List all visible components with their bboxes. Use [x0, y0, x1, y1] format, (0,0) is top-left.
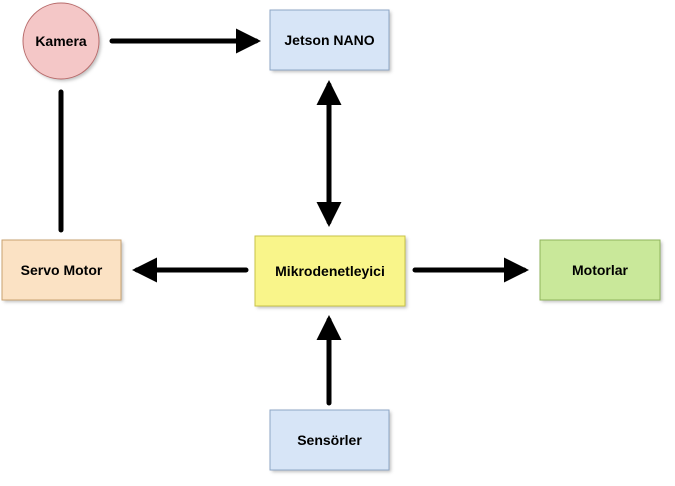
node-servo-label: Servo Motor [21, 262, 103, 278]
node-mikro-border [254, 235, 406, 307]
node-jetson: Jetson NANO [269, 9, 390, 71]
node-kamera-border [22, 2, 100, 80]
node-motorlar-border [539, 239, 661, 301]
node-sensorler: Sensörler [269, 409, 390, 471]
node-jetson-border [269, 9, 390, 71]
node-kamera-label: Kamera [35, 33, 87, 49]
node-jetson-shape [270, 10, 389, 70]
node-kamera: Kamera [22, 2, 100, 80]
node-mikro: Mikrodenetleyici [254, 235, 406, 307]
node-servo-border [1, 239, 122, 301]
node-motorlar-shape [540, 240, 660, 300]
node-jetson-label: Jetson NANO [284, 32, 374, 48]
node-sensorler-border [269, 409, 390, 471]
node-sensorler-shape [270, 410, 389, 470]
node-kamera-shape [23, 3, 99, 79]
node-mikro-shape [255, 236, 405, 306]
node-motorlar-label: Motorlar [572, 262, 629, 278]
edges [58, 28, 529, 406]
node-motorlar: Motorlar [539, 239, 661, 301]
nodes: Kamera Jetson NANO Servo Motor Mikrodene… [1, 2, 661, 471]
node-servo-shape [2, 240, 121, 300]
node-servo: Servo Motor [1, 239, 122, 301]
node-mikro-label: Mikrodenetleyici [275, 263, 385, 279]
node-sensorler-label: Sensörler [297, 432, 362, 448]
